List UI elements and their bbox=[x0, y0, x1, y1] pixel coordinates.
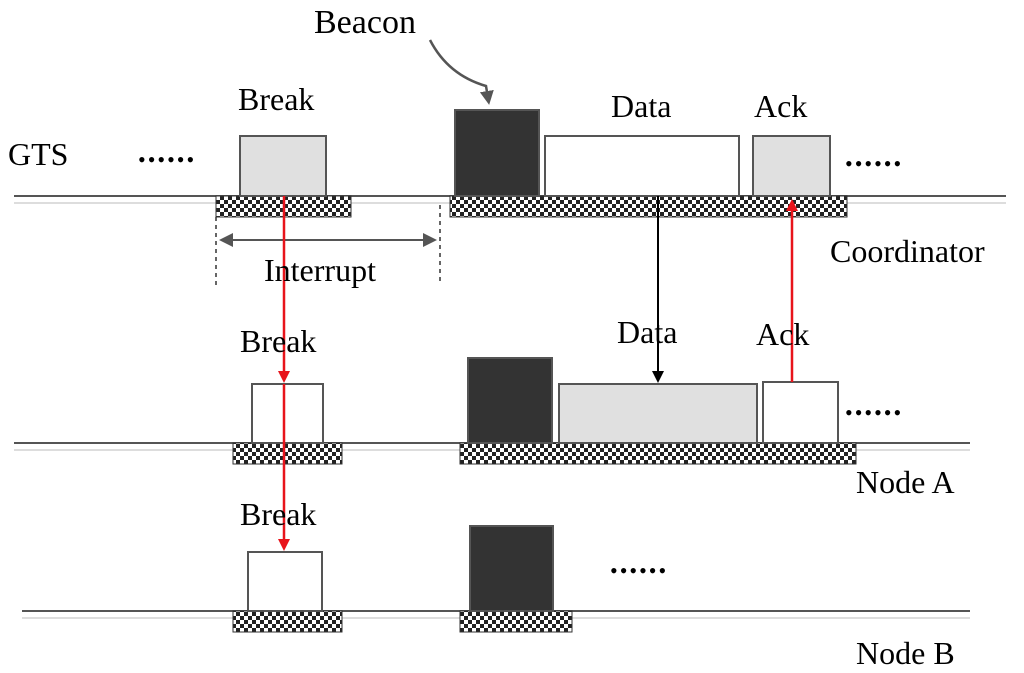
node-b-checker-bar-left bbox=[232, 610, 343, 633]
node-a-data-block bbox=[558, 383, 758, 444]
node-a-break-block bbox=[251, 383, 324, 444]
coordinator-break-block bbox=[239, 135, 327, 197]
node-a-data-label: Data bbox=[617, 314, 677, 350]
coordinator-label: Coordinator bbox=[830, 233, 985, 269]
coordinator-dots-left: •••••• bbox=[138, 147, 196, 172]
node-b-checker-bar-right bbox=[459, 610, 573, 633]
node-b-break-block bbox=[247, 551, 323, 612]
coordinator-dots-right: •••••• bbox=[845, 151, 903, 176]
node-b-label: Node B bbox=[856, 635, 955, 671]
node-a-beacon-block bbox=[467, 357, 553, 444]
coordinator-break-label: Break bbox=[238, 81, 314, 117]
beacon-label: Beacon bbox=[314, 4, 416, 41]
node-b-break-label: Break bbox=[240, 496, 316, 532]
node-b-dots: •••••• bbox=[610, 558, 668, 583]
node-a-checker-bar-right bbox=[459, 442, 857, 465]
gts-label: GTS bbox=[8, 136, 68, 172]
coordinator-data-label: Data bbox=[611, 88, 671, 124]
node-a-ack-label: Ack bbox=[756, 316, 809, 352]
node-a-label: Node A bbox=[856, 464, 955, 500]
coordinator-data-block bbox=[544, 135, 740, 197]
node-a-break-label: Break bbox=[240, 323, 316, 359]
coordinator-ack-block bbox=[752, 135, 831, 197]
coordinator-beacon-block bbox=[454, 109, 540, 197]
interrupt-label: Interrupt bbox=[264, 252, 376, 288]
node-a-dots: •••••• bbox=[845, 400, 903, 425]
node-a-checker-bar-left bbox=[232, 442, 343, 465]
node-b-beacon-block bbox=[469, 525, 554, 612]
beacon-callout-arrow bbox=[428, 39, 494, 105]
node-a-ack-block bbox=[762, 381, 839, 444]
coordinator-checker-bar-right bbox=[449, 195, 848, 218]
coordinator-ack-label: Ack bbox=[754, 88, 807, 124]
